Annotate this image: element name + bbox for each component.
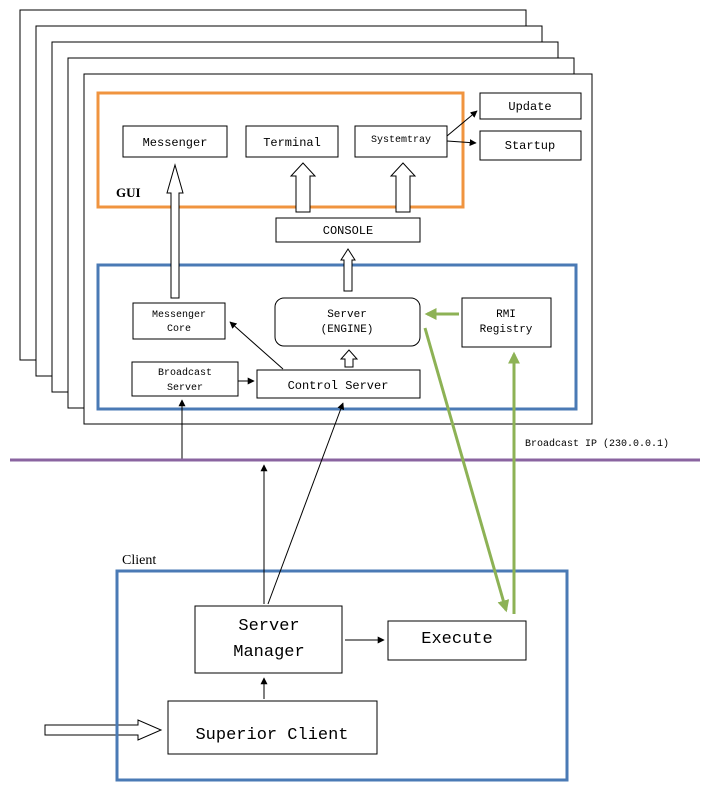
systemtray-node: Systemtray	[354, 125, 448, 158]
svg-text:CONSOLE: CONSOLE	[323, 224, 373, 238]
messenger-core-node: Messenger Core	[132, 302, 226, 340]
svg-text:Manager: Manager	[233, 643, 304, 662]
svg-text:Server: Server	[327, 309, 367, 321]
control-to-messenger-core-arrow	[229, 321, 284, 370]
startup-node: Startup	[479, 130, 582, 161]
svg-text:Server: Server	[238, 617, 299, 636]
rmi-registry-node: RMI Registry	[461, 297, 552, 348]
execute-node: Execute	[387, 620, 527, 661]
svg-text:Core: Core	[167, 324, 191, 335]
terminal-node: Terminal	[245, 125, 339, 158]
svg-text:Server: Server	[167, 383, 203, 394]
update-node: Update	[479, 92, 582, 120]
console-to-systemtray-arrow	[389, 162, 417, 213]
broadcast-server-node: Broadcast Server	[131, 361, 239, 397]
server-to-console-arrow	[340, 248, 356, 292]
svg-text:Broadcast: Broadcast	[158, 367, 212, 379]
svg-text:(ENGINE): (ENGINE)	[321, 324, 374, 336]
svg-text:Execute: Execute	[421, 630, 492, 649]
svg-text:Startup: Startup	[505, 139, 555, 153]
engine-to-execute-arrow	[423, 327, 510, 613]
control-to-engine-arrow	[339, 349, 359, 368]
svg-text:Update: Update	[508, 100, 551, 114]
svg-text:Control Server: Control Server	[288, 379, 389, 393]
client-label: Client	[122, 553, 156, 568]
console-node: CONSOLE	[275, 217, 421, 243]
gui-label: GUI	[116, 185, 141, 200]
gui-container	[96, 91, 465, 209]
broadcast-ip-label: Broadcast IP (230.0.0.1)	[525, 438, 669, 450]
svg-text:Registry: Registry	[480, 324, 533, 336]
input-to-superior-client-arrow	[44, 719, 163, 741]
server-engine-node: Server (ENGINE)	[274, 297, 421, 347]
superior-client-node: Superior Client	[167, 700, 378, 755]
core-to-messenger-arrow	[166, 163, 184, 299]
server-manager-node: Server Manager	[194, 605, 343, 674]
svg-text:Superior Client: Superior Client	[195, 726, 348, 745]
client-container	[115, 569, 569, 782]
manager-to-control-server-arrow	[267, 402, 345, 605]
systemtray-to-startup-arrow	[446, 139, 477, 147]
control-server-node: Control Server	[256, 369, 421, 399]
console-to-terminal-arrow	[289, 162, 317, 213]
server-container	[96, 263, 578, 411]
svg-text:Systemtray: Systemtray	[371, 135, 431, 146]
svg-text:RMI: RMI	[496, 309, 516, 321]
svg-text:Terminal: Terminal	[263, 136, 321, 150]
systemtray-to-update-arrow	[446, 110, 478, 137]
svg-text:Messenger: Messenger	[143, 136, 208, 150]
messenger-node: Messenger	[122, 125, 228, 158]
svg-text:Messenger: Messenger	[152, 310, 206, 321]
